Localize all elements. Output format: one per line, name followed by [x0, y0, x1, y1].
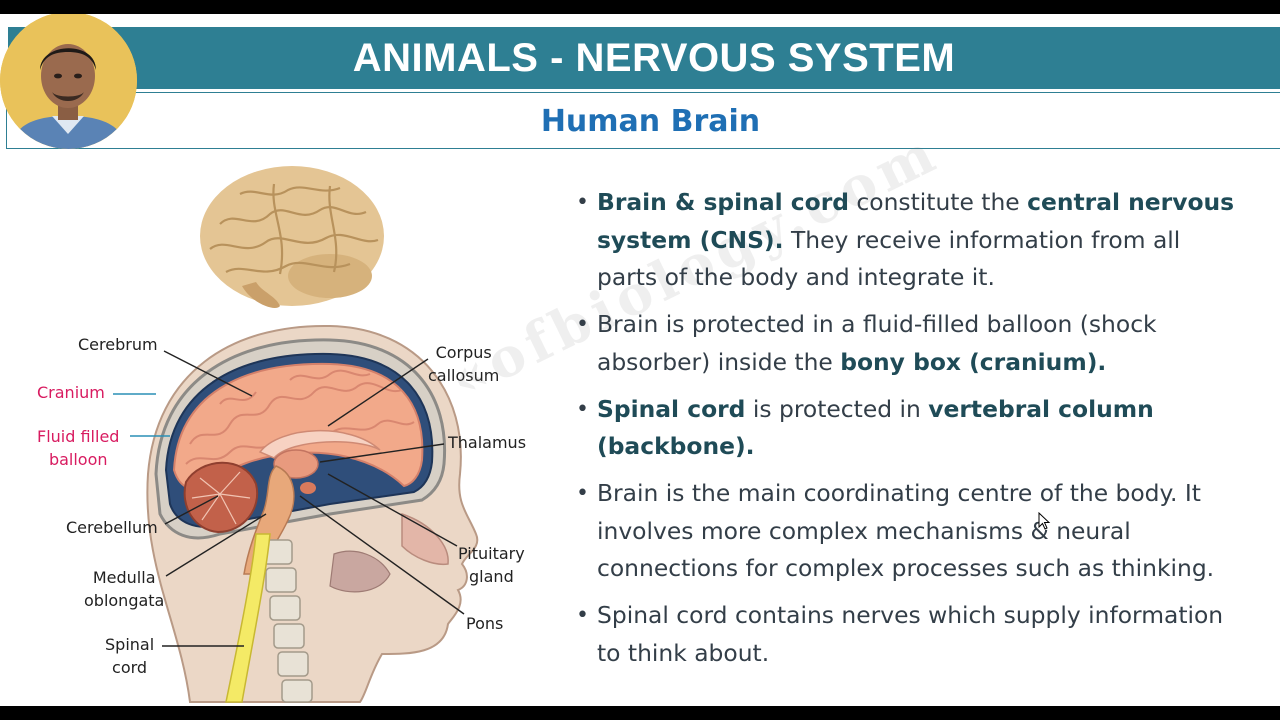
label-corpus-callosum: Corpus callosum	[428, 343, 500, 385]
bullet-item: Spinal cord contains nerves which supply…	[576, 597, 1280, 672]
label-medulla-oblongata: Medulla oblongata	[84, 568, 165, 610]
brain-illustration	[113, 166, 479, 703]
label-cranium: Cranium	[37, 383, 105, 402]
corpus-callosum-leader	[327, 358, 429, 427]
bullet-line: Spinal cord contains nerves which supply…	[597, 597, 1280, 635]
bullet-list: Brain & spinal cord constitute the centr…	[576, 184, 1280, 682]
presenter-webcam	[0, 14, 137, 149]
text-segment: They receive information from all	[783, 225, 1181, 254]
bullet-line: (backbone).	[597, 428, 1280, 466]
medulla-leader	[165, 513, 267, 577]
bullet-item: Brain is the main coordinating centre of…	[576, 475, 1280, 588]
brain-anatomy-figure: Cerebrum Cranium Fluid filled balloon Ce…	[30, 154, 550, 704]
bold-text: Spinal cord	[597, 394, 746, 423]
mouse-cursor-icon	[1038, 512, 1051, 530]
bold-text: bony box (cranium).	[840, 347, 1107, 376]
bullet-item: Spinal cord is protected in vertebral co…	[576, 391, 1280, 466]
label-cerebellum: Cerebellum	[66, 518, 158, 537]
label-thalamus: Thalamus	[448, 433, 527, 452]
pons-leader	[299, 495, 465, 615]
slide: ANIMALS - NERVOUS SYSTEM Human Brain	[0, 14, 1280, 706]
bullet-line: connections for complex processes such a…	[597, 550, 1280, 588]
bullet-line: to think about.	[597, 635, 1280, 673]
cerebellum-leader	[164, 495, 219, 525]
text-segment: Brain is the main coordinating centre of…	[597, 479, 1201, 507]
text-segment: is protected in	[745, 394, 929, 423]
thalamus-leader	[319, 443, 445, 463]
bullet-line: Brain is the main coordinating centre of…	[597, 475, 1280, 513]
slide-title: ANIMALS - NERVOUS SYSTEM	[352, 36, 956, 80]
text-segment: Spinal cord contains nerves which supply…	[597, 601, 1224, 629]
label-spinal-cord: Spinal cord	[105, 635, 155, 677]
cerebrum-leader	[163, 350, 253, 397]
bullet-line: system (CNS). They receive information f…	[597, 222, 1280, 260]
bold-text: (backbone).	[597, 432, 755, 460]
title-bar: ANIMALS - NERVOUS SYSTEM	[8, 27, 1280, 89]
text-segment: connections for complex processes such a…	[597, 554, 1215, 582]
bullet-item: Brain is protected in a fluid-filled bal…	[576, 306, 1280, 381]
label-pituitary-gland: Pituitary gland	[458, 544, 525, 586]
bullet-line: absorber) inside the bony box (cranium).	[597, 344, 1280, 382]
text-segment: to think about.	[597, 638, 770, 667]
bullet-line: parts of the body and integrate it.	[597, 259, 1280, 297]
whole-brain-image	[200, 166, 384, 308]
subtitle-bar: Human Brain	[6, 92, 1280, 149]
pituitary-leader	[327, 473, 458, 547]
bold-text: Brain & spinal cord	[597, 188, 849, 216]
label-pons: Pons	[466, 614, 504, 633]
bullet-item: Brain & spinal cord constitute the centr…	[576, 184, 1280, 297]
bullet-line: Brain is protected in a fluid-filled bal…	[597, 306, 1280, 344]
text-segment: Brain is protected in a fluid-filled bal…	[597, 310, 1157, 338]
text-segment: absorber) inside the	[597, 347, 841, 376]
presenter-portrait	[0, 14, 137, 149]
bullet-line: involves more complex mechanisms & neura…	[597, 513, 1280, 551]
label-fluid-filled-balloon: Fluid filled balloon	[37, 427, 120, 469]
text-segment: parts of the body and integrate it.	[597, 263, 995, 291]
text-segment: constitute the	[849, 188, 1028, 216]
bullet-line: Spinal cord is protected in vertebral co…	[597, 391, 1280, 429]
bold-text: system (CNS).	[597, 225, 784, 254]
bold-text: central nervous	[1027, 188, 1235, 216]
slide-subtitle: Human Brain	[540, 104, 761, 139]
bold-text: vertebral column	[928, 394, 1154, 423]
label-cerebrum: Cerebrum	[78, 335, 158, 354]
bullet-line: Brain & spinal cord constitute the centr…	[597, 184, 1280, 222]
